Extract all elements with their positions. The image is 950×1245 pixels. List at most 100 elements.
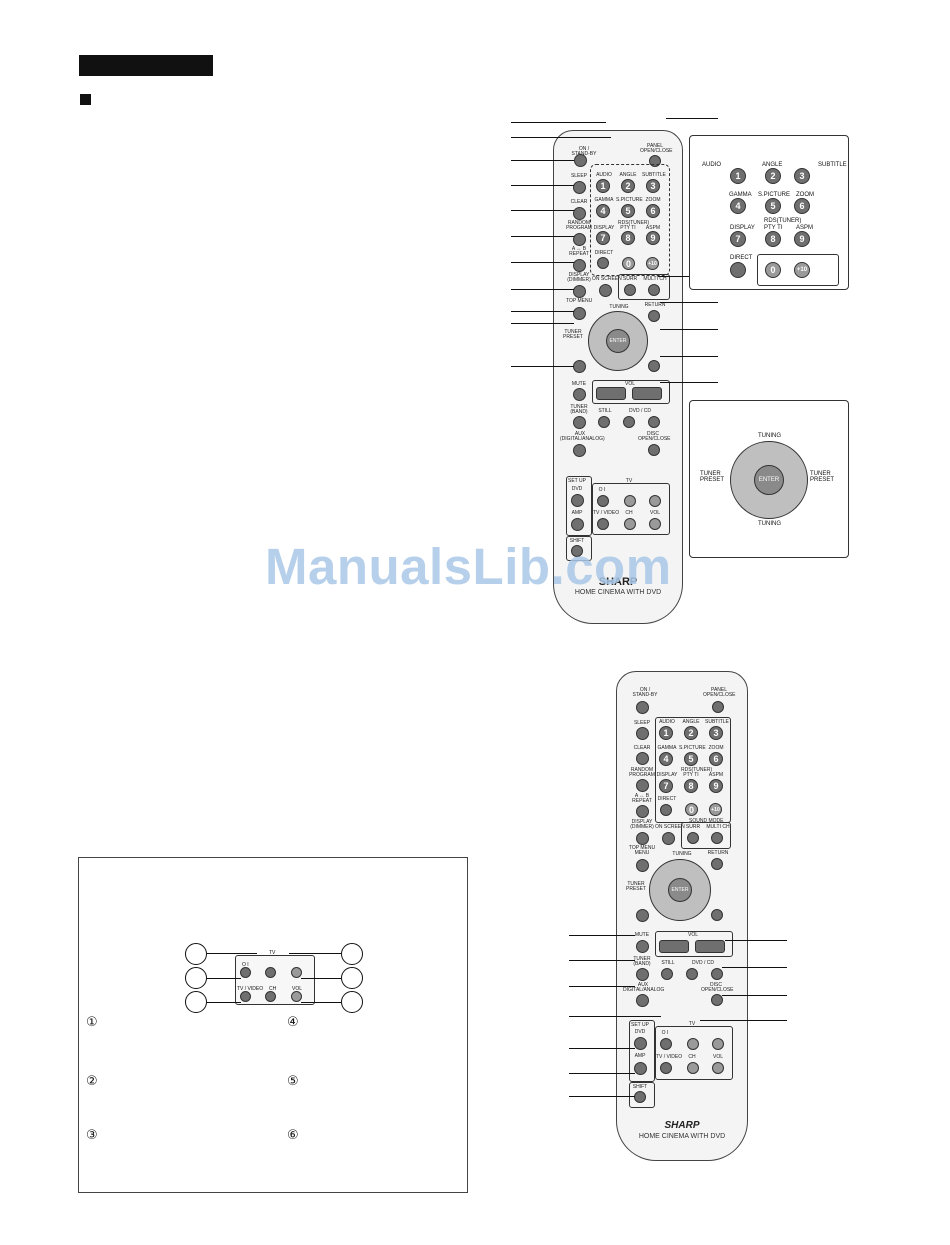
repeat-button[interactable] bbox=[636, 805, 649, 818]
still-button[interactable] bbox=[661, 968, 673, 980]
still-button[interactable] bbox=[598, 416, 610, 428]
num-7-button[interactable]: 7 bbox=[659, 779, 673, 793]
ffwd-button[interactable] bbox=[648, 360, 660, 372]
num-8-button[interactable]: 8 bbox=[621, 231, 635, 245]
zoom-aspm-label: ASPM bbox=[796, 225, 814, 231]
num-4-button[interactable]: 4 bbox=[659, 752, 673, 766]
clear-button[interactable] bbox=[636, 752, 649, 765]
num-3-button[interactable]: 3 bbox=[709, 726, 723, 740]
tuning-label: TUNING bbox=[672, 851, 692, 857]
surr-button[interactable] bbox=[624, 284, 636, 296]
tuner-band-label: TUNER (BAND) bbox=[570, 404, 588, 415]
num-8-button[interactable]: 8 bbox=[684, 779, 698, 793]
top-menu-button[interactable] bbox=[636, 859, 649, 872]
surr-button[interactable] bbox=[687, 832, 699, 844]
power-button[interactable] bbox=[636, 701, 649, 714]
play-button[interactable] bbox=[711, 968, 723, 980]
tv-power-button[interactable] bbox=[597, 495, 609, 507]
vol-up-button[interactable] bbox=[712, 1038, 724, 1050]
mute-button[interactable] bbox=[636, 940, 649, 953]
num-2-button[interactable]: 2 bbox=[684, 726, 698, 740]
stop-button[interactable] bbox=[686, 968, 698, 980]
rewind-button[interactable] bbox=[636, 909, 649, 922]
top-menu-button[interactable] bbox=[573, 307, 586, 320]
num-9-glyph: 9 bbox=[713, 781, 719, 791]
num-9-button[interactable]: 9 bbox=[646, 231, 660, 245]
panel-button[interactable] bbox=[712, 701, 724, 713]
tuner-band-button[interactable] bbox=[573, 416, 586, 429]
tv-video-button[interactable] bbox=[660, 1062, 672, 1074]
enter-button[interactable]: ENTER bbox=[668, 878, 692, 902]
return-button[interactable] bbox=[711, 858, 723, 870]
shift-button[interactable] bbox=[571, 545, 583, 557]
num-2-button[interactable]: 2 bbox=[621, 179, 635, 193]
vol-down-button[interactable] bbox=[712, 1062, 724, 1074]
disc-button[interactable] bbox=[648, 444, 660, 456]
vol-up-button[interactable] bbox=[649, 495, 661, 507]
num-1-button[interactable]: 1 bbox=[596, 179, 610, 193]
multi-button[interactable] bbox=[711, 832, 723, 844]
rewind-button[interactable] bbox=[573, 360, 586, 373]
zoom-num-3: 3 bbox=[794, 168, 810, 184]
num-4-button[interactable]: 4 bbox=[596, 204, 610, 218]
num-0-button[interactable]: 0 bbox=[685, 803, 698, 816]
num-9-button[interactable]: 9 bbox=[709, 779, 723, 793]
shift-label: SHIFT bbox=[632, 1084, 648, 1090]
on-screen-button[interactable] bbox=[599, 284, 612, 297]
num-3-button[interactable]: 3 bbox=[646, 179, 660, 193]
ch-up-button[interactable] bbox=[687, 1038, 699, 1050]
mute-button[interactable] bbox=[573, 388, 586, 401]
plus10-button[interactable]: +10 bbox=[709, 803, 722, 816]
stop-button[interactable] bbox=[623, 416, 635, 428]
sleep-button[interactable] bbox=[573, 181, 586, 194]
num-0-button[interactable]: 0 bbox=[622, 257, 635, 270]
sleep-button[interactable] bbox=[636, 727, 649, 740]
repeat-button[interactable] bbox=[573, 259, 586, 272]
play-button[interactable] bbox=[648, 416, 660, 428]
return-button[interactable] bbox=[648, 310, 660, 322]
direct-button[interactable] bbox=[660, 804, 672, 816]
num-5-button[interactable]: 5 bbox=[684, 752, 698, 766]
tv-power-button[interactable] bbox=[660, 1038, 672, 1050]
vol-plus-button[interactable] bbox=[695, 940, 725, 953]
power-button[interactable] bbox=[574, 154, 587, 167]
tv-panel-oi-label: O I bbox=[242, 962, 249, 968]
dvd-button[interactable] bbox=[571, 494, 584, 507]
num-7-button[interactable]: 7 bbox=[596, 231, 610, 245]
ffwd-button[interactable] bbox=[711, 909, 723, 921]
amp-button[interactable] bbox=[634, 1062, 647, 1075]
num-6-button[interactable]: 6 bbox=[646, 204, 660, 218]
aux-button[interactable] bbox=[636, 994, 649, 1007]
num-5-button[interactable]: 5 bbox=[621, 204, 635, 218]
display-dimmer-button[interactable] bbox=[636, 832, 649, 845]
aux-button[interactable] bbox=[573, 444, 586, 457]
tv-video-button[interactable] bbox=[597, 518, 609, 530]
direct-button[interactable] bbox=[597, 257, 609, 269]
vol-plus-button[interactable] bbox=[632, 387, 662, 400]
ch-down-button[interactable] bbox=[687, 1062, 699, 1074]
ch-up-button[interactable] bbox=[624, 495, 636, 507]
callout-line bbox=[660, 329, 718, 331]
vol-minus-button[interactable] bbox=[659, 940, 689, 953]
dvd-button[interactable] bbox=[634, 1037, 647, 1050]
enter-button[interactable]: ENTER bbox=[606, 329, 630, 353]
on-screen-button[interactable] bbox=[662, 832, 675, 845]
tuner-band-button[interactable] bbox=[636, 968, 649, 981]
random-button[interactable] bbox=[573, 233, 586, 246]
shift-button[interactable] bbox=[634, 1091, 646, 1103]
random-label: RANDOM PROGRAM bbox=[566, 220, 592, 231]
num-5-glyph: 5 bbox=[688, 754, 694, 764]
random-button[interactable] bbox=[636, 779, 649, 792]
amp-button[interactable] bbox=[571, 518, 584, 531]
multi-button[interactable] bbox=[648, 284, 660, 296]
num-6-button[interactable]: 6 bbox=[709, 752, 723, 766]
vol-minus-button[interactable] bbox=[596, 387, 626, 400]
plus10-button[interactable]: +10 bbox=[646, 257, 659, 270]
ch-down-button[interactable] bbox=[624, 518, 636, 530]
clear-button[interactable] bbox=[573, 207, 586, 220]
disc-button[interactable] bbox=[711, 994, 723, 1006]
vol-down-button[interactable] bbox=[649, 518, 661, 530]
tv-panel-minus bbox=[291, 991, 302, 1002]
num-1-button[interactable]: 1 bbox=[659, 726, 673, 740]
display-dimmer-button[interactable] bbox=[573, 285, 586, 298]
